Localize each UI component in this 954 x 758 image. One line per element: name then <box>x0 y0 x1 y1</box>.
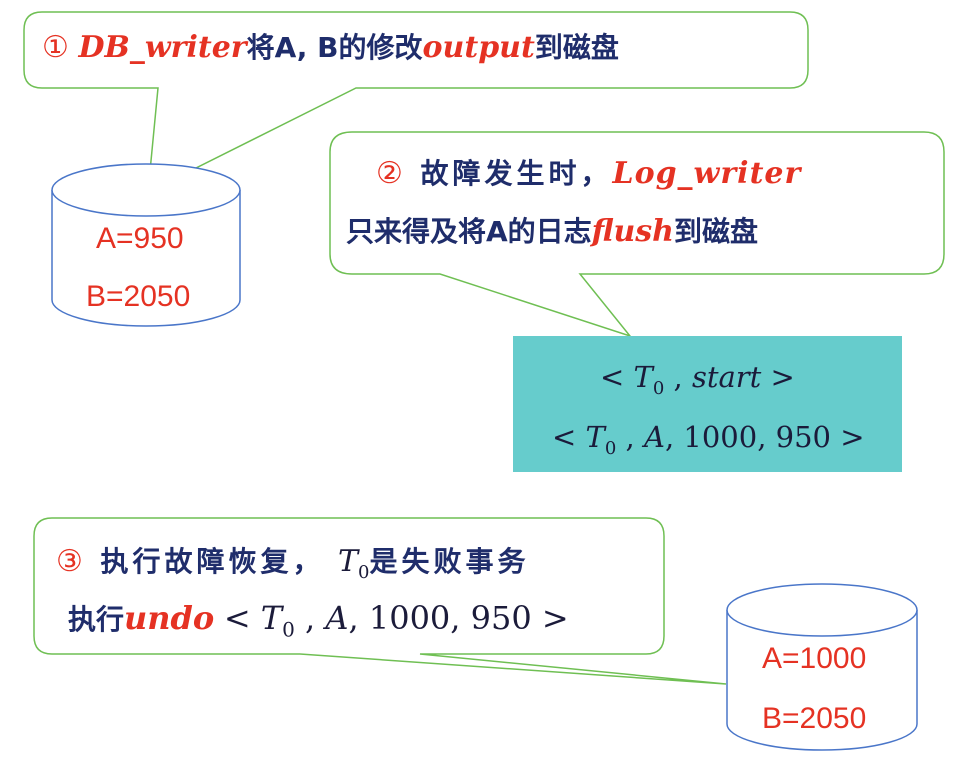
db-before-value-a: A=950 <box>96 222 184 255</box>
log-record-update-sub: 0 <box>604 437 617 459</box>
callout-1-text: ① DB_writer将A, B的修改output到磁盘 <box>42 26 619 66</box>
callout-2-line-2: 只来得及将A的日志flush到磁盘 <box>346 210 758 250</box>
callout-3-text-b: 是失败事务 <box>369 545 530 578</box>
log-record-start-txn: T <box>633 360 653 394</box>
db-writer-label: DB_writer <box>78 30 247 65</box>
callout-2-bubble <box>329 131 945 338</box>
log-record-update-item: A <box>643 420 665 454</box>
flush-label: flush <box>591 214 674 249</box>
log-record-update-txn: T <box>585 420 605 454</box>
callout-3-txn-sub: 0 <box>358 562 370 583</box>
log-record-start-sub: 0 <box>652 377 665 399</box>
database-after-cylinder <box>726 583 918 751</box>
step-3-number: ③ <box>56 544 87 579</box>
db-after-value-a: A=1000 <box>762 642 867 675</box>
db-before-value-b: B=2050 <box>86 280 191 313</box>
log-record-start: < T0 , start > <box>600 360 795 399</box>
undo-record: < T0 , A, 1000, 950 > <box>223 599 569 642</box>
log-box <box>513 336 902 472</box>
db-after-value-b: B=2050 <box>762 702 867 735</box>
callout-3-text-a: 执行故障恢复， <box>100 545 325 578</box>
callout-3-line-2-a: 执行 <box>68 603 125 636</box>
callout-2-text-a: 故障发生时， <box>420 157 613 190</box>
log-writer-label: Log_writer <box>612 156 802 191</box>
callout-2-line-2-b: 到磁盘 <box>674 215 759 248</box>
undo-record-new: 950 <box>470 599 532 637</box>
log-record-update-new: 950 <box>775 420 831 454</box>
callout-3-txn: T <box>338 544 359 579</box>
callout-3-bubble <box>33 517 727 685</box>
step-1-number: ① <box>42 30 69 65</box>
undo-record-txn: T <box>260 599 283 637</box>
undo-record-old: 1000 <box>368 599 451 637</box>
log-record-start-op: start <box>691 360 762 394</box>
callout-1-text-a: 将A, B的修改 <box>246 31 423 64</box>
database-before-cylinder <box>51 163 241 327</box>
log-record-update-old: 1000 <box>683 420 758 454</box>
step-2-number: ② <box>376 156 407 191</box>
undo-record-sub: 0 <box>282 617 295 642</box>
undo-record-item: A <box>325 599 349 637</box>
callout-1-bubble <box>23 11 809 194</box>
undo-label: undo <box>124 599 215 637</box>
log-record-update: < T0 , A, 1000, 950 > <box>552 420 865 459</box>
callout-3-line-2: 执行undo < T0 , A, 1000, 950 > <box>68 598 569 641</box>
callout-1-text-b: 到磁盘 <box>534 31 619 64</box>
output-label: output <box>422 30 535 65</box>
callout-3-line-1: ③ 执行故障恢复， T0是失败事务 <box>56 540 530 583</box>
callout-2-line-2-a: 只来得及将A的日志 <box>346 215 592 248</box>
callout-2-line-1: ② 故障发生时，Log_writer <box>376 152 801 192</box>
